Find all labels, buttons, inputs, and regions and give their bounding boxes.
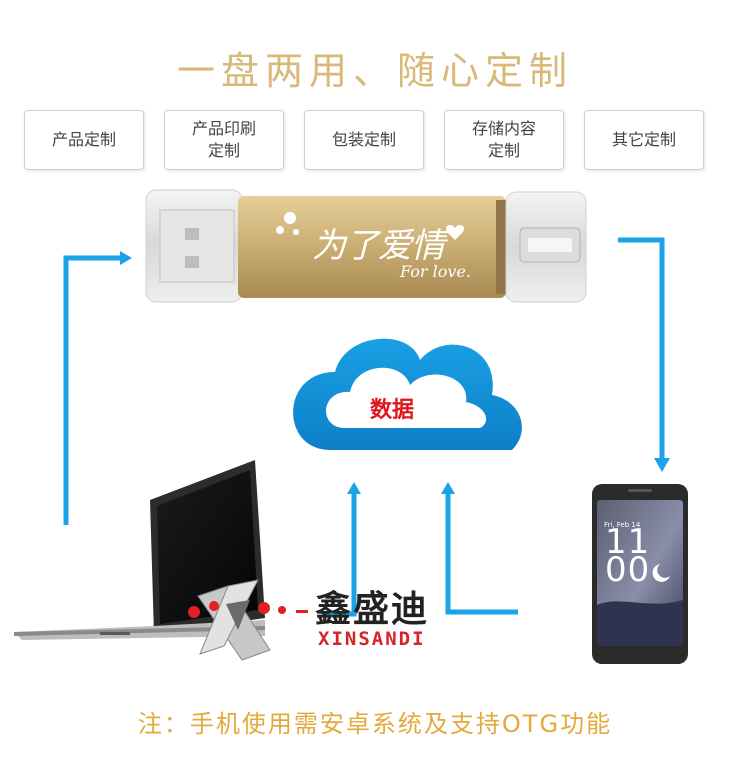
brand-logo-icon — [188, 579, 308, 661]
usb-engraving-sub: For love. — [400, 262, 471, 281]
tab-other-custom[interactable]: 其它定制 — [584, 110, 704, 170]
customization-tabs: 产品定制 产品印刷 定制 包装定制 存储内容 定制 其它定制 — [0, 110, 750, 170]
usb-engraving: 为了爱情 — [312, 226, 445, 266]
phone-icon — [592, 484, 688, 664]
page-title: 一盘两用、随心定制 — [176, 49, 573, 93]
tab-product-custom[interactable]: 产品定制 — [24, 110, 144, 170]
otg-requirement-note: 注：手机使用需安卓系统及支持OTG功能 — [137, 710, 613, 738]
cloud-icon — [293, 338, 522, 450]
phone-clock: 11 00 — [605, 522, 651, 590]
tab-storage-custom[interactable]: 存储内容 定制 — [444, 110, 564, 170]
brand-name-en: XINSANDI — [318, 628, 426, 650]
arrow-usb-to-phone — [618, 237, 670, 472]
phone-date: Fri, Feb 14 — [604, 521, 641, 529]
arrow-laptop-to-usb — [63, 251, 132, 525]
arrow-phone-to-cloud — [441, 482, 518, 615]
brand-name-cn: 鑫盛迪 — [315, 589, 430, 630]
cloud-label: 数据 — [369, 398, 414, 423]
otg-usb-drive — [145, 189, 587, 303]
tab-print-custom[interactable]: 产品印刷 定制 — [164, 110, 284, 170]
tab-package-custom[interactable]: 包装定制 — [304, 110, 424, 170]
arrow-laptop-to-cloud — [322, 482, 361, 617]
